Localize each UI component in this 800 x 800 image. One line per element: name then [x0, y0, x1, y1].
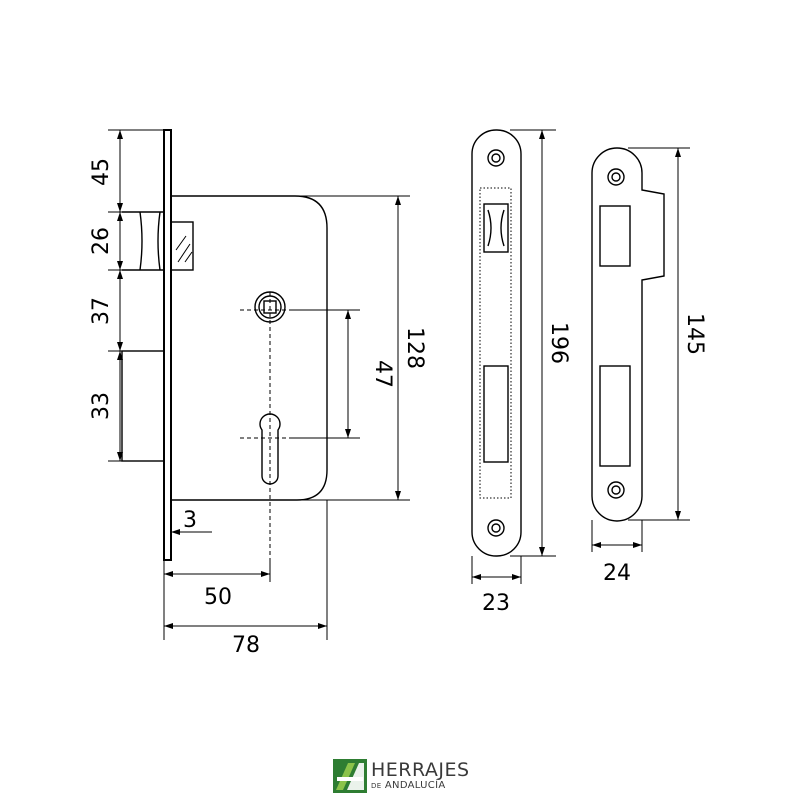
dim-26: 26	[89, 227, 114, 255]
strike-bolt-opening	[599, 365, 631, 467]
dim-78: 78	[232, 633, 260, 658]
strike-latch-opening	[599, 205, 631, 267]
strike-plate-view: 145 24	[591, 147, 707, 586]
strike-screw-top	[607, 168, 625, 186]
herrajes-andalucia-logo: HERRAJES DE ANDALUCÍA	[333, 758, 470, 794]
dim-50: 50	[204, 585, 232, 610]
logo-mark-icon	[333, 759, 367, 793]
logo-subtitle: DE ANDALUCÍA	[371, 781, 470, 791]
left-dimension-chain	[108, 129, 168, 462]
spindle-hole	[240, 291, 325, 323]
screw-bottom	[487, 519, 505, 537]
cylinder-hole	[240, 413, 325, 485]
dim-23: 23	[482, 591, 510, 616]
right-dimension-lines	[290, 195, 410, 501]
lock-case	[171, 195, 328, 501]
front-plate	[471, 129, 522, 557]
dim-33: 33	[89, 392, 114, 420]
dim-45: 45	[89, 158, 114, 186]
logo-subtitle-prefix: DE	[371, 782, 382, 790]
bottom-dimension-lines	[163, 500, 328, 640]
dead-bolt	[121, 350, 165, 462]
dim-24: 24	[603, 561, 631, 586]
logo-subtitle-region: ANDALUCÍA	[384, 780, 446, 791]
dim-37: 37	[89, 297, 114, 325]
screw-top	[487, 149, 505, 167]
deadbolt-front	[483, 365, 509, 463]
dim-196: 196	[546, 322, 571, 364]
strike-plate	[591, 147, 665, 522]
front-plate-view: 196 23	[471, 129, 571, 616]
dim-128: 128	[402, 327, 427, 369]
faceplate	[163, 129, 172, 561]
dim-145: 145	[682, 313, 707, 355]
latch-bolt	[122, 211, 194, 271]
lock-body-view: 45 26 37 33 47 128 3 50 78	[89, 129, 427, 658]
strike-screw-bottom	[607, 481, 625, 499]
latch-front	[483, 203, 509, 253]
dim-47: 47	[370, 360, 395, 388]
dim-3: 3	[183, 508, 197, 533]
logo-brand-name: HERRAJES	[371, 759, 470, 781]
